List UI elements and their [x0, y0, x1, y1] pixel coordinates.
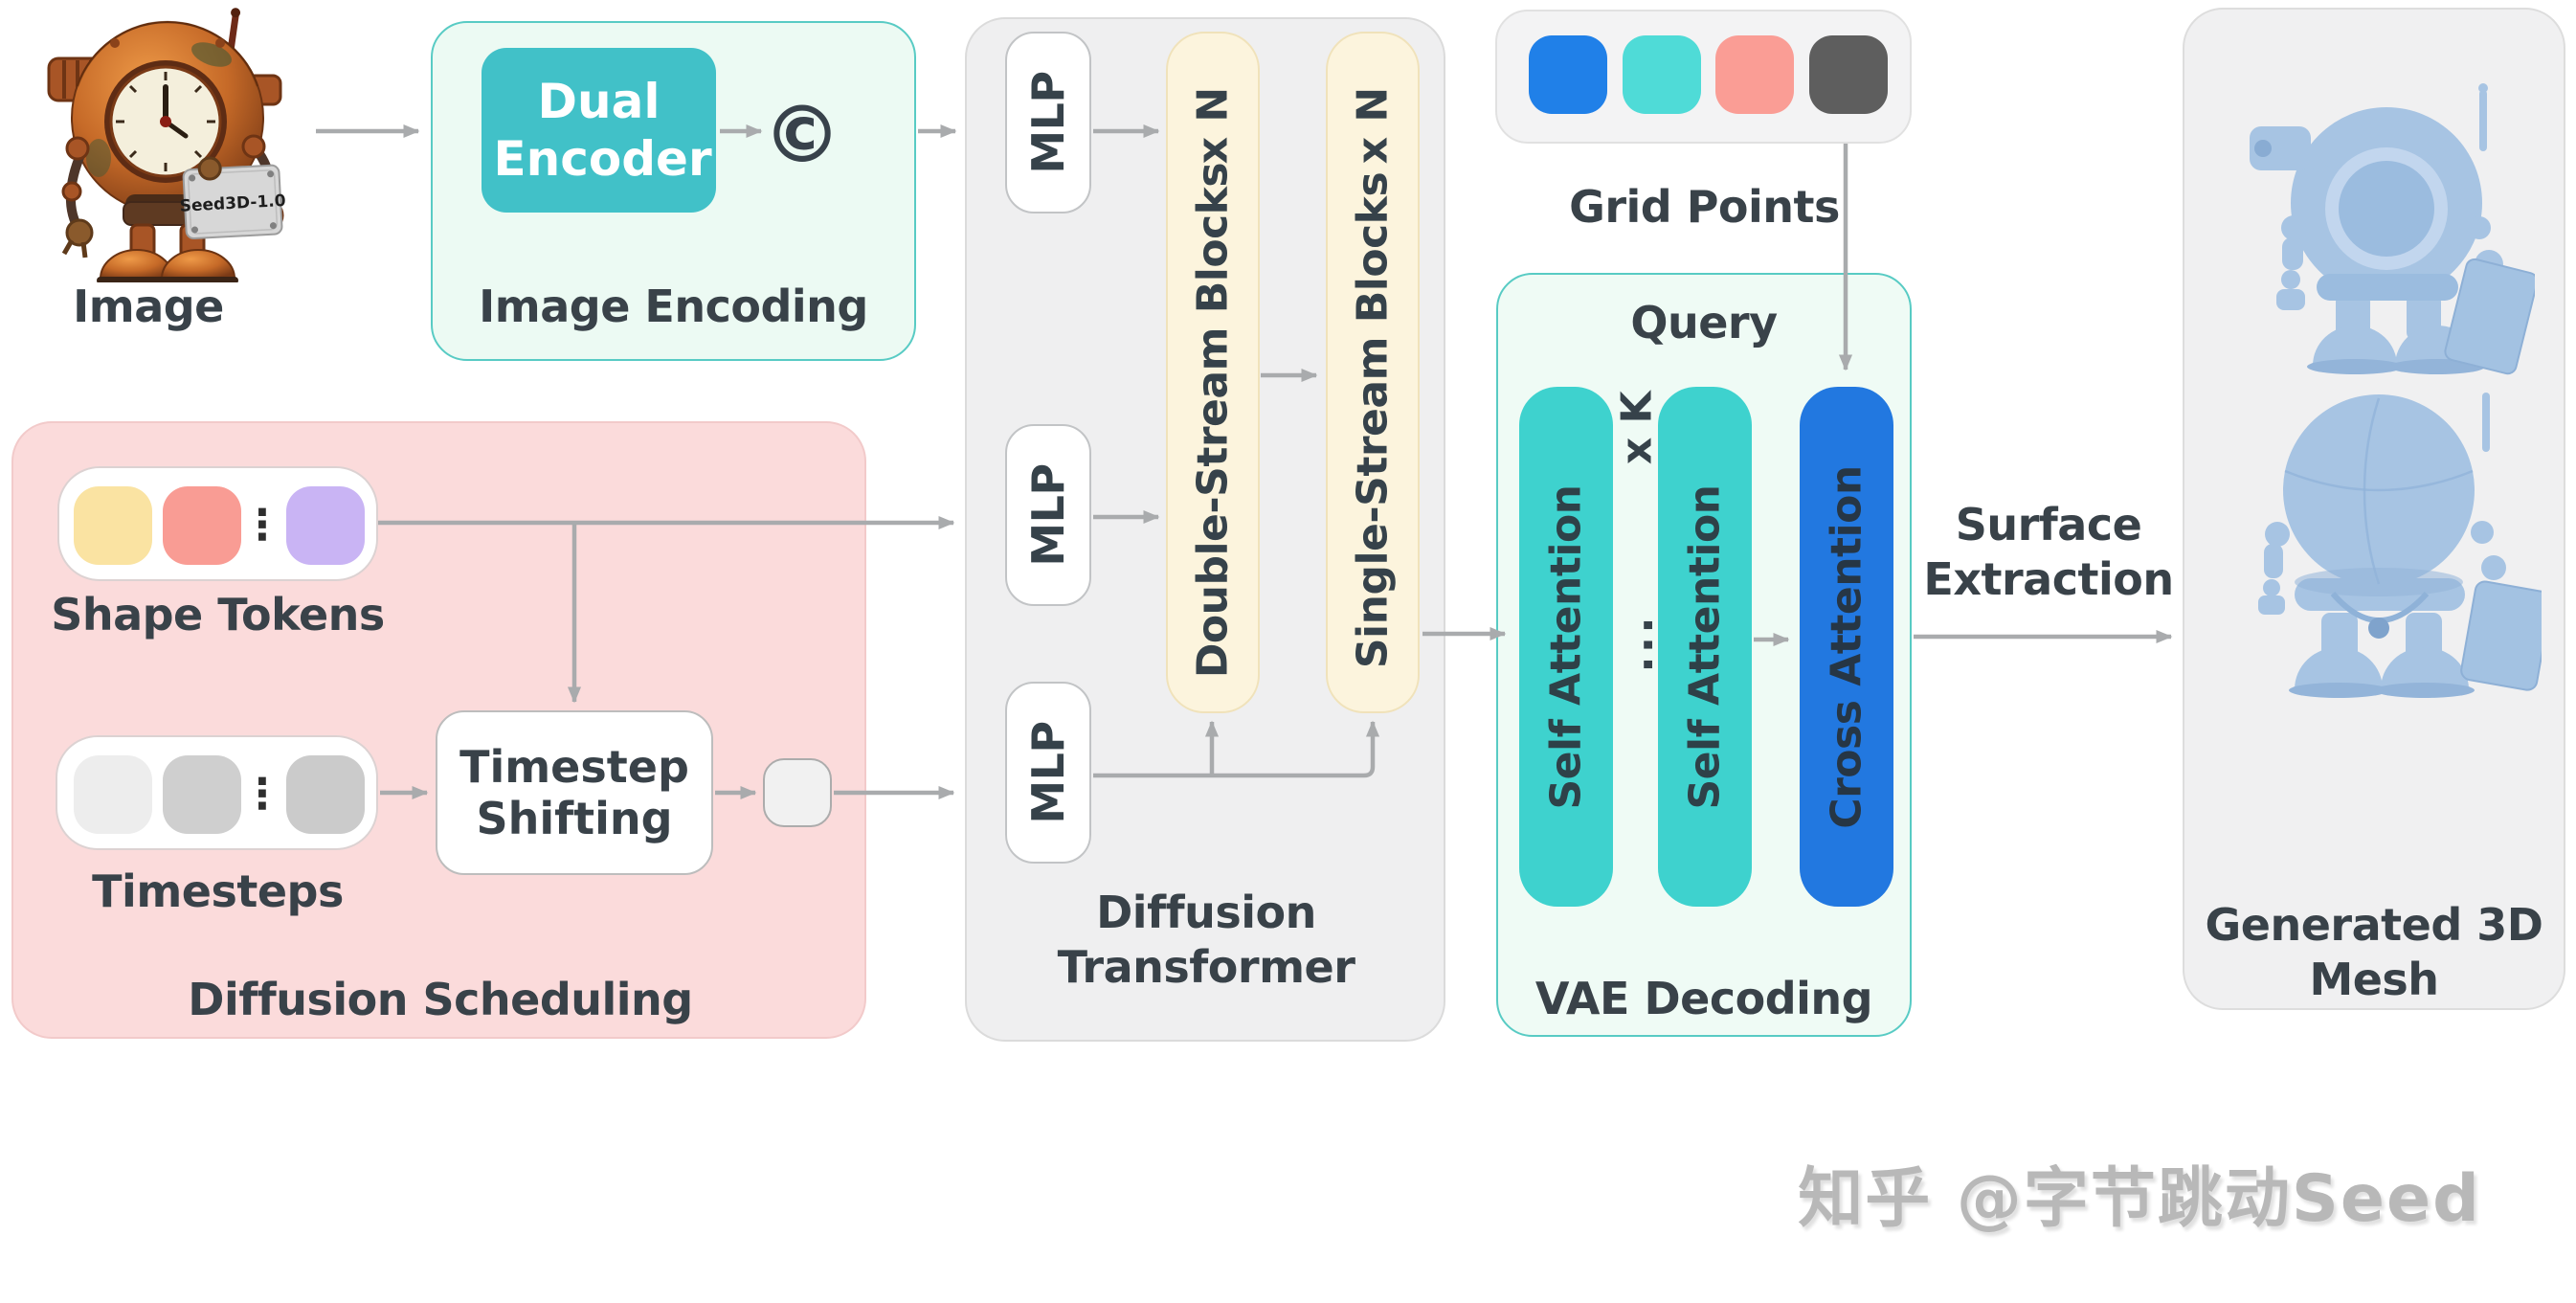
- self-attention-label: Self Attention: [1541, 483, 1591, 810]
- timesteps-ellipsis: ⋮: [241, 770, 283, 819]
- surface-extraction-label: Surface Extraction: [1923, 499, 2174, 606]
- generated-mesh-front: [2250, 83, 2535, 375]
- vae-repeat-label: x K: [1612, 391, 1662, 465]
- grid-point-turquoise: [1623, 35, 1701, 114]
- generated-mesh-title: Generated 3D Mesh: [2205, 899, 2543, 1006]
- grid-point-blue: [1529, 35, 1607, 114]
- watermark: 知乎 @字节跳动Seed: [1798, 1161, 2481, 1237]
- self-attention-bar-1: Self Attention: [1519, 387, 1613, 907]
- grid-point-gray: [1809, 35, 1888, 114]
- double-stream-blocks-bar: x N Double-Stream Blocks: [1166, 32, 1260, 713]
- cross-attention-bar: Cross Attention: [1800, 387, 1893, 907]
- shape-token-3: [286, 486, 365, 565]
- shape-token-2: [163, 486, 241, 565]
- self-attention-label: Self Attention: [1680, 483, 1730, 810]
- grid-points-label: Grid Points: [1569, 181, 1840, 233]
- input-image-robot: Seed3D-1.0: [47, 8, 286, 282]
- grid-points-container: [1495, 10, 1912, 144]
- single-stream-blocks-bar: x N Single-Stream Blocks: [1326, 32, 1420, 713]
- concat-symbol: ©: [763, 90, 841, 181]
- mlp-block-shape: MLP: [1005, 424, 1091, 606]
- double-stream-label: Double-Stream Blocks: [1188, 162, 1238, 678]
- double-stream-repeat-label: x N: [1188, 86, 1238, 165]
- shape-tokens-label: Shape Tokens: [51, 589, 385, 640]
- single-stream-repeat-label: x N: [1348, 86, 1398, 165]
- grid-point-salmon: [1715, 35, 1794, 114]
- query-label: Query: [1630, 297, 1778, 348]
- shape-token-1: [74, 486, 152, 565]
- dual-encoder-block: Dual Encoder: [482, 48, 716, 213]
- timesteps-label: Timesteps: [92, 865, 344, 917]
- self-attention-bar-2: Self Attention: [1658, 387, 1752, 907]
- timestep-token-3: [286, 755, 365, 834]
- timestep-token-1: [74, 755, 152, 834]
- dual-encoder-label: Dual Encoder: [493, 74, 712, 187]
- diffusion-transformer-title: Diffusion Transformer: [1057, 887, 1355, 994]
- vae-decoding-title: VAE Decoding: [1534, 973, 1873, 1024]
- timestep-shifting-block: Timestep Shifting: [436, 710, 713, 875]
- single-stream-label: Single-Stream Blocks: [1348, 171, 1398, 668]
- shape-tokens-ellipsis: ⋮: [241, 501, 283, 550]
- timestep-token-2: [163, 755, 241, 834]
- generated-mesh-back: [2258, 393, 2542, 698]
- vae-ellipsis: ...: [1611, 614, 1663, 673]
- mlp-block-image: MLP: [1005, 32, 1091, 213]
- shifted-timestep-node: [763, 758, 832, 827]
- vae-decoding-box: Query Self Attention x K ... Self Attent…: [1496, 273, 1912, 1037]
- mlp-block-timestep: MLP: [1005, 682, 1091, 864]
- timestep-shifting-label: Timestep Shifting: [459, 740, 689, 844]
- robot-sign: Seed3D-1.0: [179, 156, 286, 240]
- cross-attention-label: Cross Attention: [1822, 464, 1871, 829]
- image-encoding-title: Image Encoding: [479, 281, 868, 332]
- timesteps-pill: ⋮: [56, 735, 378, 850]
- mlp-label: MLP: [1022, 721, 1074, 824]
- shape-tokens-pill: ⋮: [57, 466, 378, 581]
- input-image-label: Image: [73, 281, 224, 332]
- diffusion-scheduling-title: Diffusion Scheduling: [188, 974, 693, 1025]
- mlp-label: MLP: [1022, 71, 1074, 174]
- mlp-label: MLP: [1022, 463, 1074, 567]
